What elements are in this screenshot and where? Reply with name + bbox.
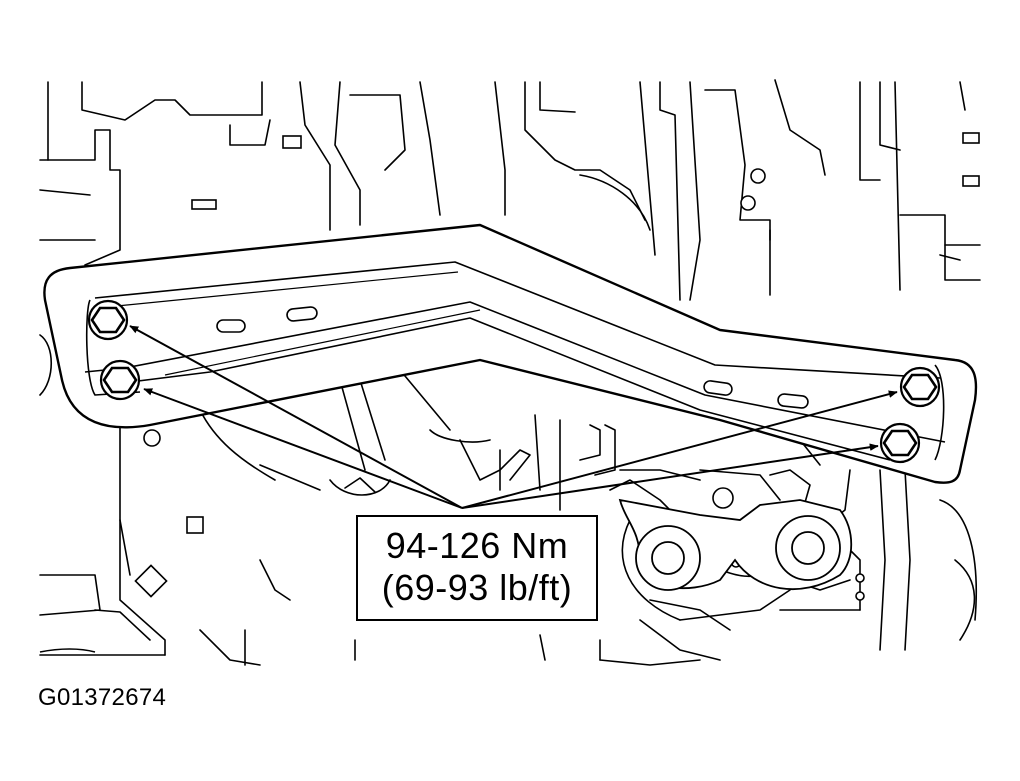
figure-id: G01372674 (38, 684, 167, 711)
torque-callout: 94-126 Nm (69-93 lb/ft) (356, 515, 598, 621)
arrow-icon (461, 390, 898, 509)
background-details (39, 132, 980, 653)
bolt-top-left (87, 299, 129, 341)
engine-mount (618, 498, 853, 591)
arrow-icon (129, 325, 463, 509)
bracket-outline (43, 223, 978, 484)
arrow-icon (143, 388, 463, 509)
torque-metric: 94-126 Nm (385, 525, 569, 566)
bolt-top-right (899, 366, 941, 408)
crossmember-bracket (43, 223, 978, 484)
background-linework (39, 79, 981, 666)
bolt-bottom-right (879, 422, 921, 464)
bolt-bottom-left (99, 359, 141, 401)
leader-arrows (129, 325, 898, 509)
arrow-icon (461, 443, 879, 509)
torque-imperial: (69-93 lb/ft) (381, 567, 573, 608)
